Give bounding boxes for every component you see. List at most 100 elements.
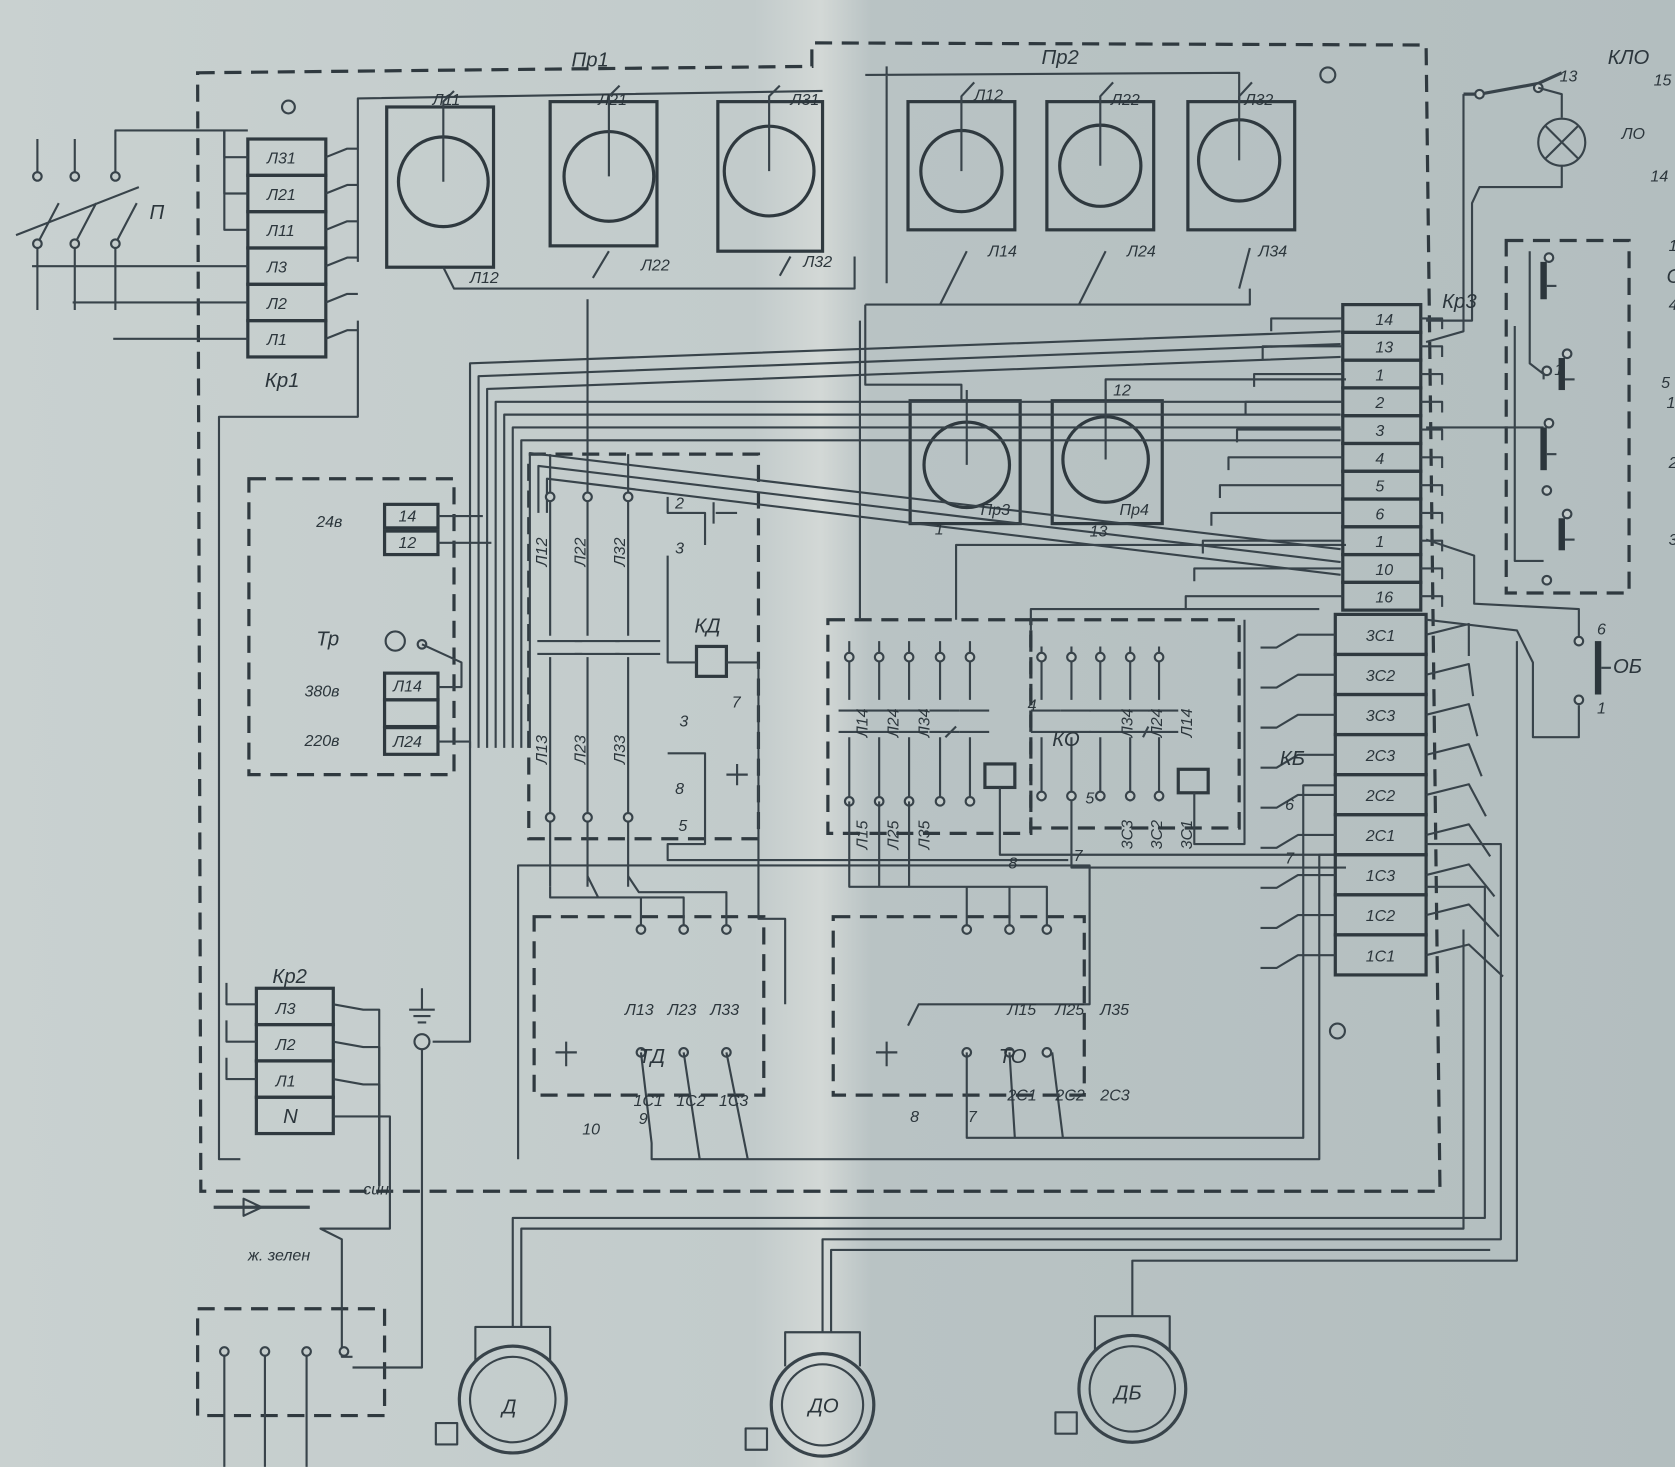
pin-number: 8 bbox=[910, 1108, 919, 1126]
ob-push-button bbox=[1594, 641, 1602, 695]
contact-label: Л15 bbox=[853, 821, 871, 851]
wire bbox=[865, 66, 1251, 306]
terminal-label: 6 bbox=[1375, 505, 1384, 523]
main-switch-label: П bbox=[150, 202, 165, 224]
pin-number: 7 bbox=[968, 1108, 978, 1126]
contact-label: 3С1 bbox=[1178, 820, 1196, 849]
wire bbox=[325, 256, 358, 268]
wire bbox=[511, 426, 1341, 748]
wire bbox=[442, 90, 455, 182]
mounting-hole bbox=[1328, 1022, 1346, 1040]
motor-d bbox=[457, 1344, 568, 1455]
terminal-pin bbox=[1041, 1047, 1053, 1058]
voltage-label: 24в bbox=[315, 513, 342, 531]
button-label-so: СО bbox=[1666, 266, 1675, 288]
lamp-lo bbox=[1537, 117, 1587, 167]
terminal-label: Л35 bbox=[1099, 1001, 1129, 1019]
terminal-pin bbox=[582, 812, 593, 823]
terminal-pin bbox=[1094, 790, 1106, 802]
wire bbox=[1060, 709, 1091, 733]
terminal-label: Л14 bbox=[392, 677, 422, 695]
contact-label: Л34 bbox=[915, 708, 933, 738]
terminal-pin bbox=[873, 651, 885, 663]
wire bbox=[1420, 345, 1444, 357]
pin-number: 9 bbox=[639, 1110, 648, 1128]
wire bbox=[325, 329, 358, 340]
wire bbox=[1210, 511, 1343, 526]
cabinet-frame bbox=[196, 41, 1442, 1193]
terminal-label: 1 bbox=[1375, 533, 1384, 551]
pin-number: 5 bbox=[678, 817, 687, 835]
wire bbox=[325, 220, 358, 231]
terminal-label: 3 bbox=[1375, 422, 1384, 440]
pin-number: 1 bbox=[1597, 700, 1606, 718]
terminal-pin bbox=[582, 491, 593, 503]
pr4-label: Пр4 bbox=[1120, 501, 1150, 519]
contact-label: Л14 bbox=[1178, 708, 1196, 738]
wire bbox=[1420, 511, 1444, 524]
fuse-label: Л24 bbox=[1126, 243, 1156, 261]
terminal-label: 1С2 bbox=[1366, 907, 1395, 925]
fuse-label: Л21 bbox=[597, 91, 627, 109]
fuse-label: Л12 bbox=[469, 269, 499, 287]
wire bbox=[468, 330, 1341, 748]
terminal-pin bbox=[843, 651, 855, 663]
transformer-frame bbox=[247, 477, 456, 777]
terminal-label: 5 bbox=[1375, 478, 1384, 496]
wire bbox=[959, 709, 990, 733]
contact-label: Л33 bbox=[611, 735, 629, 765]
terminal-label: Л24 bbox=[392, 733, 422, 751]
terminal-blank bbox=[382, 698, 440, 729]
wire bbox=[965, 784, 1336, 1139]
terminal-pin bbox=[32, 238, 43, 250]
wire bbox=[223, 130, 248, 195]
terminal-pin bbox=[110, 171, 121, 182]
wire bbox=[356, 89, 823, 262]
terminal-label: 1 bbox=[1375, 366, 1384, 384]
lamp-cross bbox=[1544, 125, 1579, 160]
plug-box-frame bbox=[196, 1307, 387, 1418]
wire bbox=[555, 1041, 898, 1067]
terminal-label: Л2 bbox=[266, 295, 287, 313]
motor-do bbox=[769, 1352, 876, 1458]
push-button-bar bbox=[1558, 358, 1565, 391]
motor-db bbox=[1077, 1333, 1188, 1444]
terminal-label: Л3 bbox=[266, 259, 287, 277]
terminal-pin bbox=[1153, 790, 1165, 802]
terminal-pin bbox=[903, 651, 915, 663]
wire bbox=[998, 619, 1346, 869]
contact-label: Л35 bbox=[915, 821, 933, 851]
wire bbox=[1089, 709, 1120, 733]
wire bbox=[1425, 703, 1479, 737]
terminal-pin bbox=[721, 924, 732, 935]
terminal-pin bbox=[1474, 88, 1485, 100]
wire bbox=[333, 1040, 381, 1186]
terminal-label: 2С2 bbox=[1365, 787, 1395, 805]
terminal-pin bbox=[69, 238, 81, 250]
wire bbox=[1260, 954, 1336, 970]
wire bbox=[421, 643, 472, 1043]
wire bbox=[333, 1078, 381, 1186]
pin-number: 3 bbox=[1669, 531, 1675, 549]
terminal-pin bbox=[1036, 790, 1047, 802]
terminal-pin bbox=[110, 238, 121, 250]
wire bbox=[486, 355, 1341, 748]
pin-number: 4 bbox=[1028, 697, 1037, 715]
wire bbox=[1425, 662, 1475, 697]
wire bbox=[868, 709, 899, 733]
terminal-label: 3С1 bbox=[1366, 627, 1395, 645]
terminal-label: Л33 bbox=[709, 1001, 739, 1019]
pin-number: 1 bbox=[1669, 237, 1675, 255]
wire bbox=[520, 439, 1341, 748]
pin-number: 10 bbox=[582, 1121, 600, 1139]
wire-number: 1 bbox=[935, 520, 944, 538]
switch-linkage bbox=[15, 186, 140, 237]
td-label: ТД bbox=[639, 1046, 665, 1068]
motor-rotor bbox=[1088, 1345, 1177, 1433]
wire-number: 12 bbox=[1113, 381, 1131, 399]
terminal-label: 1С1 bbox=[633, 1092, 662, 1110]
wire bbox=[1260, 633, 1336, 649]
kd-coil bbox=[694, 644, 729, 678]
